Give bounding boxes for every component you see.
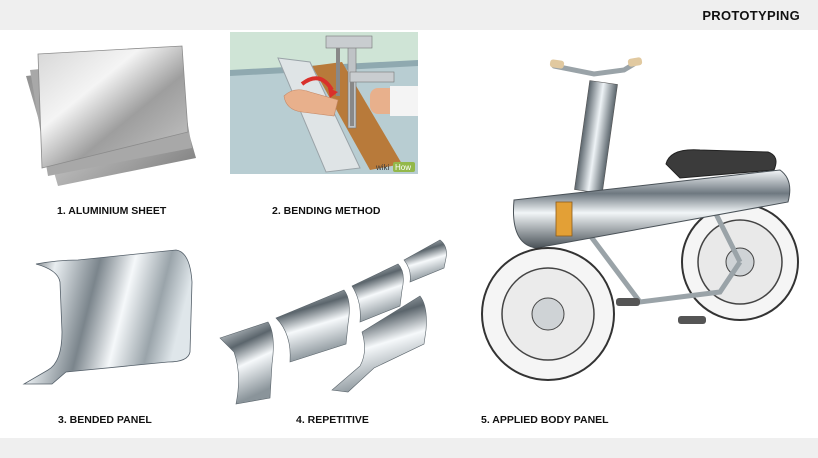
right-footpeg [678,316,706,324]
aluminium-sheet-illustration [26,45,196,186]
step-2-caption: 2. BENDING METHOD [272,205,381,217]
left-grip [549,59,565,69]
handlebar [551,61,637,77]
sheet-front [37,45,189,169]
repetitive-panels-illustration [219,239,447,405]
front-wheel [481,247,615,381]
watermark-badge [393,162,415,172]
watermark-wiki: wiki [375,163,390,172]
panel-segment-3 [351,263,404,323]
rear-shock-spring [555,201,573,237]
wood-board [312,62,402,170]
bend-arrow-icon [300,76,334,92]
chrome-body-panel [512,169,791,249]
watermark-how: How [395,163,411,172]
footer-bar [0,438,818,458]
clamp-lower-screw [350,82,354,126]
hand-left [283,89,339,117]
bend-arrow-head [328,88,338,98]
step-3-caption: 3. BENDED PANEL [58,414,152,426]
left-footpeg [616,298,640,306]
clamp-lower-jaw [349,71,395,83]
step-5-caption: 5. APPLIED BODY PANEL [481,414,609,426]
panel-segment-4 [403,239,447,283]
step-4-caption: 4. REPETITIVE [296,414,369,426]
panel-segment-1 [219,321,274,405]
clamp-screw [336,48,340,96]
page-title: PROTOTYPING [702,8,800,23]
applied-body-panel-motorbike-illustration [481,57,799,381]
bending-method-illustration: wiki How [230,32,418,174]
bended-panel [22,249,193,385]
panel-segment-2 [275,289,350,363]
right-grip [627,57,643,67]
bended-panel-illustration [22,249,193,385]
fork-tube [574,80,618,194]
panel-segment-5 [331,295,427,393]
clamp-top-jaw [325,35,373,49]
sleeve-right [390,86,418,116]
metal-sheet-being-bent [277,57,361,173]
header-bar: PROTOTYPING [0,0,818,30]
seat [665,149,777,179]
step-1-caption: 1. ALUMINIUM SHEET [57,205,167,217]
